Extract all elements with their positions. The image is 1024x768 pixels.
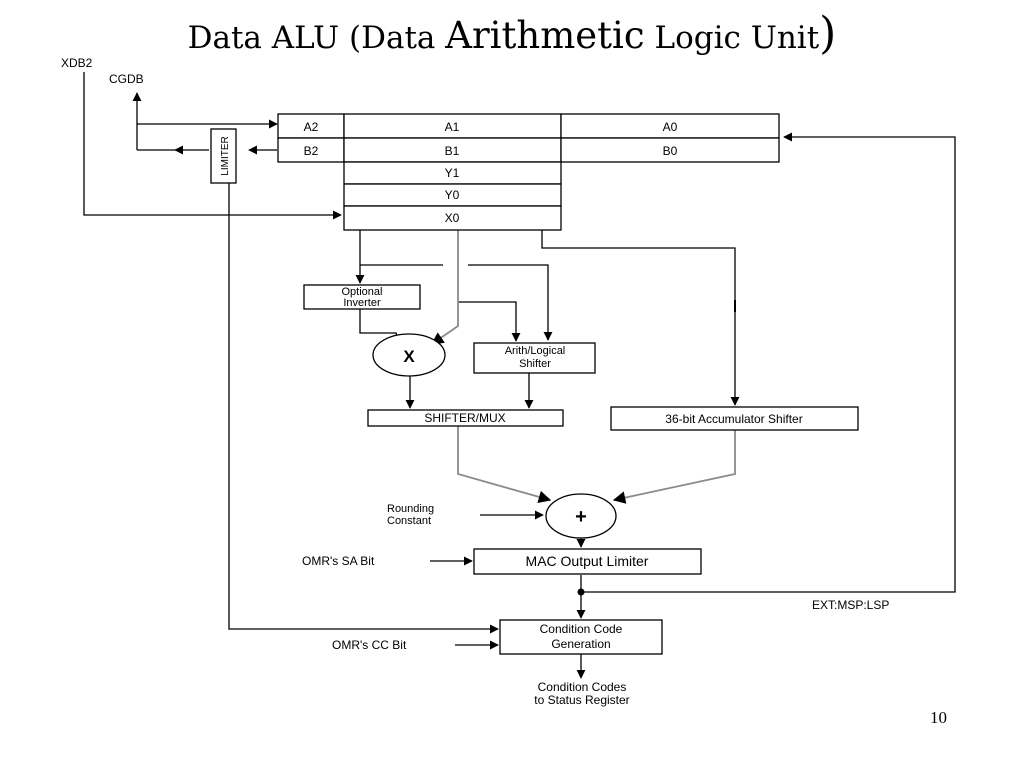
multiplier-circle: [372, 333, 446, 377]
gray-acc-to-adder: [612, 430, 736, 504]
accumulator-shifter-label: 36-bit Accumulator Shifter: [665, 412, 802, 426]
rounding-constant-label-2: Constant: [387, 515, 431, 527]
reg-to-acc-shifter-line: [541, 230, 740, 406]
title-part-3: Logic Unit: [644, 20, 820, 56]
condition-codes-output-label: Condition Codes: [538, 680, 627, 694]
cgdb-label: CGDB: [109, 72, 144, 86]
condition-code-generation-box: [499, 619, 663, 655]
register-b2: [277, 137, 345, 163]
feedback-junction-dot: [577, 588, 585, 596]
to-arith-shifter-line: [458, 301, 521, 342]
arith-shifter-label-2: Shifter: [519, 358, 551, 370]
multiplier-label: X: [403, 347, 415, 366]
omr-cc-bit-label: OMR's CC Bit: [332, 638, 407, 652]
limiter-box: [210, 128, 237, 184]
optional-inverter-label-2: Inverter: [343, 297, 381, 309]
gray-paths: [430, 230, 736, 504]
arith-shifter-label: Arith/Logical: [505, 345, 566, 357]
shifter-mux-label: SHIFTER/MUX: [424, 411, 505, 425]
title-part-4: ): [819, 8, 837, 59]
condition-code-generation-label-2: Generation: [551, 637, 610, 651]
register-b1-label: B1: [445, 144, 460, 158]
connection-lines: [83, 72, 956, 679]
register-b1: [343, 137, 562, 163]
register-b0-label: B0: [663, 144, 678, 158]
gray-reg-to-mult: [430, 230, 459, 345]
adder-label: +: [575, 506, 587, 528]
ext-msp-lsp-label: EXT:MSP:LSP: [812, 598, 889, 612]
accumulator-shifter-box: [610, 406, 859, 431]
condition-code-generation-label: Condition Code: [540, 622, 623, 636]
register-y1-label: Y1: [445, 166, 460, 180]
register-a2: [277, 113, 345, 139]
limiter-to-ccg-line: [228, 183, 499, 634]
title-part-2: Arithmetic: [445, 14, 645, 57]
omr-sa-bit-label: OMR's SA Bit: [302, 554, 375, 568]
register-b0: [560, 137, 780, 163]
register-file: [277, 113, 780, 231]
gray-mux-to-adder: [457, 426, 552, 503]
xdb2-to-x0-line: [83, 72, 342, 220]
register-a1-label: A1: [445, 120, 460, 134]
condition-codes-output-label-2: to Status Register: [534, 693, 629, 707]
feedback-line: [581, 132, 956, 593]
limiter-label: LIMITER: [220, 136, 231, 175]
arith-shifter-box: [473, 342, 596, 374]
mac-output-limiter-box: [473, 548, 702, 575]
register-a0-label: A0: [663, 120, 678, 134]
register-b2-label: B2: [304, 144, 319, 158]
page-number: 10: [930, 708, 947, 727]
adder-circle: [545, 493, 617, 539]
register-a2-label: A2: [304, 120, 319, 134]
rounding-constant-label: Rounding: [387, 503, 434, 515]
optional-inverter-label: Optional: [342, 286, 383, 298]
mac-output-limiter-label: MAC Output Limiter: [526, 553, 649, 569]
xdb2-label: XDB2: [61, 56, 93, 70]
reg-to-shifter-line: [468, 264, 553, 341]
register-x0: [343, 205, 562, 231]
title-part-1: Data ALU (Data: [187, 20, 446, 56]
register-x0-label: X0: [445, 211, 460, 225]
optional-inverter-box: [303, 284, 421, 310]
shifter-mux-box: [367, 409, 564, 427]
slide-title: Data ALU (Data Arithmetic Logic Unit): [0, 8, 1024, 59]
register-y0-label: Y0: [445, 188, 460, 202]
register-a0: [560, 113, 780, 139]
